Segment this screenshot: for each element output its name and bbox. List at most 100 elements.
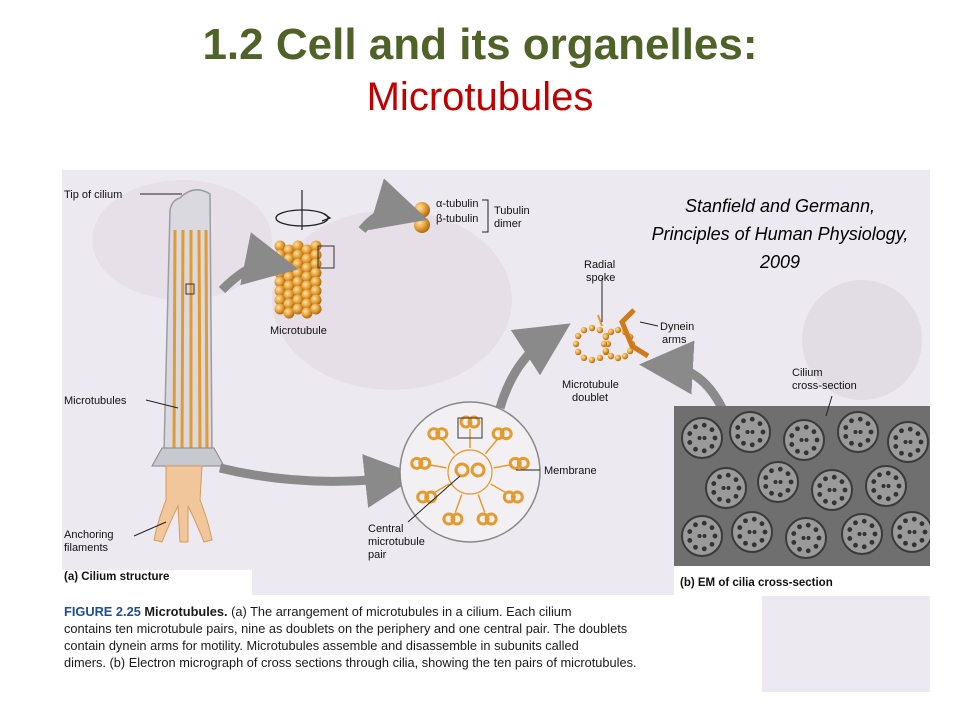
em-central [747,530,752,534]
em-doublet [811,445,817,451]
em-doublet [735,425,741,430]
doublet-ring [410,456,424,470]
arrow [495,323,571,410]
em-central [726,486,731,490]
tubulin-ball [301,253,313,265]
em-doublet [791,531,797,536]
em-central [832,488,837,492]
em-doublet [733,493,739,499]
em-doublet [763,484,769,489]
doublet-ring [442,512,456,526]
callout-box [317,245,335,269]
em-central [907,530,912,534]
citation-line1: Stanfield and Germann, [684,196,876,216]
em-doublet [757,437,763,443]
doublet-ring [499,427,513,441]
tubulin-ball [301,262,313,274]
em-central [858,430,863,434]
em-doublet [813,543,819,549]
tubulin-ball [596,326,604,334]
em-doublet [843,434,849,439]
arrow [639,340,727,411]
em-central [697,534,702,538]
em-doublet [701,422,707,428]
doublet-ring [502,490,516,504]
em-doublet [857,442,863,448]
ghost-shape [802,280,922,400]
caption-label: FIGURE 2.25 [64,604,141,619]
em-doublet [687,538,693,543]
em-doublet [861,518,867,524]
caption-line4: dimers. (b) Electron micrograph of cross… [64,655,637,670]
tubulin-ball [602,333,610,341]
em-central [886,484,891,488]
em-doublet [811,429,817,435]
em-doublet [893,435,899,440]
radial-spoke [477,494,486,513]
em-doublet [885,496,891,502]
caption-bold: Microtubules. [144,604,228,619]
em-doublet [769,468,774,474]
radial-spoke [432,483,450,495]
citation: Stanfield and Germann, Principles of Hum… [610,192,950,276]
label-panel-a: (a) Cilium structure [64,571,169,583]
em-doublet [737,534,743,539]
radial-spoke [454,494,463,513]
tubulin-ball [274,285,286,297]
label-central-1: Central [368,523,403,535]
arrow [358,178,428,233]
label-tip-of-cilium: Tip of cilium [64,189,122,201]
em-doublet [736,485,742,491]
tubulin-ball [283,307,295,319]
tubulin-ball [301,307,313,319]
em-doublet [759,521,765,527]
em-doublet [872,531,878,537]
em-doublet [795,426,800,432]
em-doublet [839,479,845,485]
em-doublet [857,416,863,422]
doublet-ring [459,415,473,429]
tubulin-ball [292,294,304,306]
em-doublet [693,446,698,452]
em-doublet [813,527,819,533]
em-doublet [915,431,921,437]
em-central [903,440,908,444]
em-doublet [693,544,698,550]
em-doublet [817,492,823,497]
caption-line1: (a) The arrangement of microtubules in a… [231,604,572,619]
tubulin-ball [310,276,322,288]
radial-spoke [493,463,513,469]
tubulin-ball [596,354,604,362]
em-doublet [843,425,849,430]
label-central-3: pair [368,549,387,561]
tubulin-ball [580,354,588,362]
tubulin-ball [301,298,313,310]
em-doublet [741,418,746,424]
doublet-ring [476,512,490,526]
label-central-2: microtubule [368,536,425,548]
em-doublet [839,495,845,501]
em-doublet [737,525,743,530]
em-doublet [751,542,757,548]
em-doublet [805,548,811,554]
label-cilium-cs-2: cross-section [792,380,857,392]
cilium-membrane [163,189,213,453]
tubulin-ball [572,340,580,348]
central-microtubule [454,462,470,478]
arrow [218,454,419,508]
radial-spoke [427,463,447,469]
em-doublet [814,437,820,443]
em-doublet [749,442,755,448]
em-doublet [759,537,765,543]
em-doublet [743,518,748,524]
em-doublet [861,544,867,550]
doublet-ring [510,490,524,504]
em-doublet [785,471,791,477]
anchoring-filaments [153,465,213,543]
em-doublet [853,542,858,548]
basal-body [151,447,225,467]
em-cilia [681,411,930,559]
em-doublet [777,492,783,498]
radial-spoke [490,483,508,495]
tubulin-ball [310,303,322,315]
